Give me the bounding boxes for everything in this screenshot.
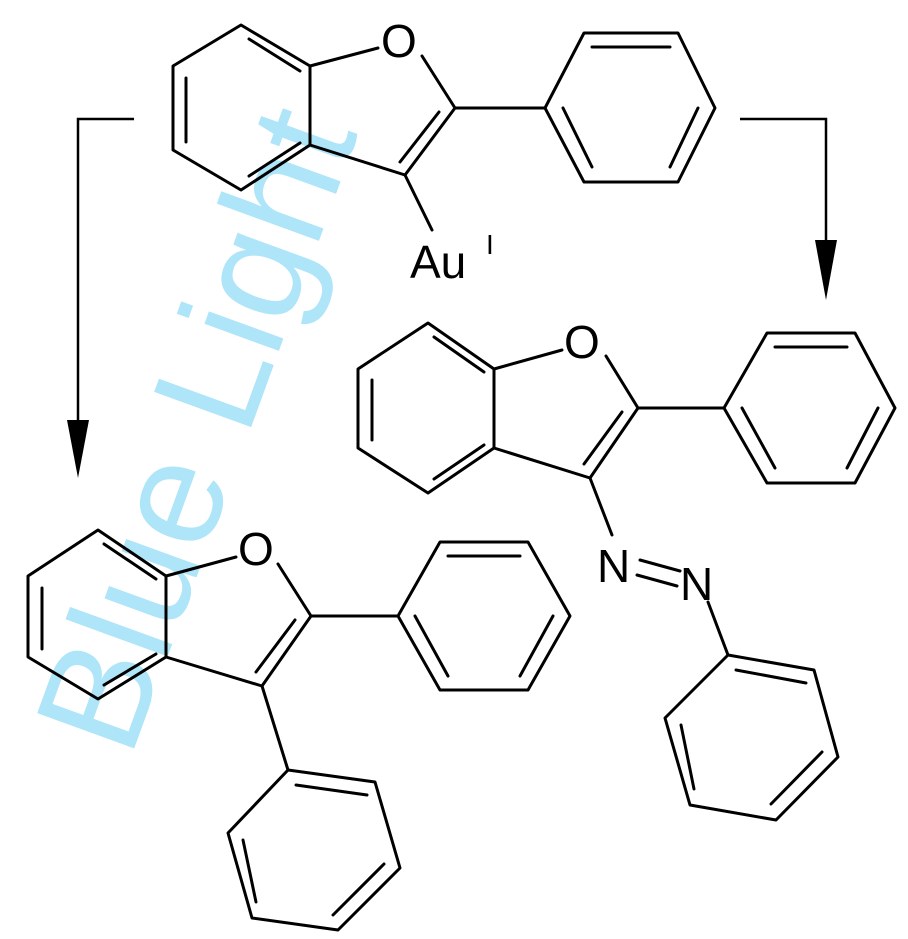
azo-n-aryl-bond <box>706 600 730 657</box>
diaryl-aryl-bond-3 <box>260 684 290 772</box>
diaryl-phenyl-ring-2 <box>396 540 572 692</box>
gold-oxidation-label: I <box>486 229 494 260</box>
azo-phenyl-ring-lower <box>663 653 840 822</box>
azo-furan-ring <box>492 348 640 480</box>
azo-oxygen-label: O <box>564 316 600 368</box>
reactant-furan-ring <box>308 46 457 177</box>
watermark-text: Blue Light <box>2 87 388 771</box>
reactant-molecule: O Au I <box>171 15 717 288</box>
reactant-phenyl-ring <box>543 31 717 184</box>
azo-product-molecule: O N N <box>356 316 897 822</box>
diaryl-phenyl-ring-3 <box>226 768 402 932</box>
arrow-left <box>67 117 134 478</box>
arrow-right <box>740 117 837 300</box>
gold-label: Au <box>410 236 466 288</box>
diaryl-oxygen-label: O <box>238 523 274 575</box>
azo-phenyl-ring <box>722 331 897 485</box>
azo-benzene-ring <box>356 321 496 495</box>
azo-nitrogen-1-label: N <box>597 540 630 592</box>
azo-nitrogen-2-label: N <box>680 558 713 610</box>
diaryl-furan-ring <box>164 555 313 688</box>
azo-c-n-bond <box>588 476 614 537</box>
reactant-gold-bond <box>403 173 434 232</box>
azo-n-n-bond <box>638 558 682 573</box>
reactant-oxygen-label: O <box>381 15 417 67</box>
diaryl-product-molecule: O <box>26 523 572 932</box>
